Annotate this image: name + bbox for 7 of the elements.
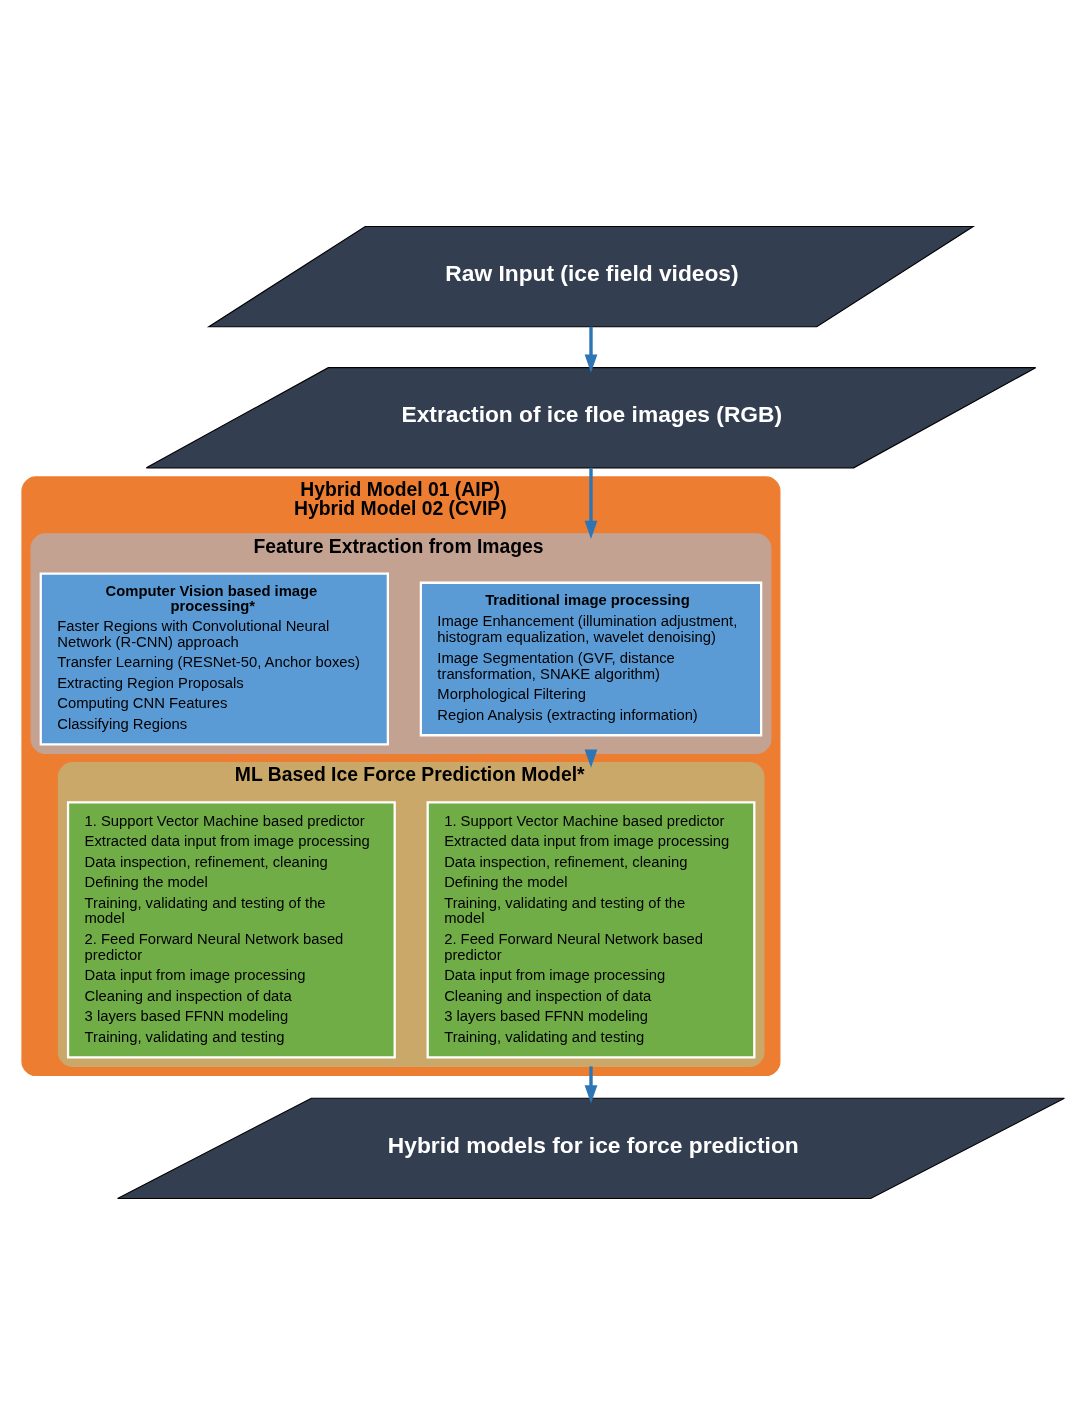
- node-box: Computer Vision based image processing* Faster Regions with Convolutional Neural Network (R-CNN) approach Transfer Learning (RESNet-50, Anchor boxes) Extracting Region Proposals Computing CNN Features Classifying Regions: [39, 572, 389, 745]
- arrow: [584, 467, 598, 539]
- arrow: [584, 1065, 598, 1103]
- node-box: 1. Support Vector Machine based predictor Extracted data input from image processing Data inspection, refinement, cleaning Defining the model Training, validating and testing of the model 2. Feed Forward Neural Network based predictor Data input from image processing Cleaning and inspection of data 3 layers based FFNN modeling Training, validating and testing: [66, 800, 396, 1058]
- arrow: [584, 326, 598, 373]
- node-box: Traditional image processing Image Enhancement (illumination adjustment, histogram equalization, wavelet denoising) Image Segmentation (GVF, distance transformation, SNAKE algorithm) Morphological Filtering Region Analysis (extracting information): [419, 581, 763, 736]
- node-box: 1. Support Vector Machine based predictor Extracted data input from image processing Data inspection, refinement, cleaning Defining the model Training, validating and testing of the model 2. Feed Forward Neural Network based predictor Data input from image processing Cleaning and inspection of data 3 layers based FFNN modeling Training, validating and testing: [426, 800, 756, 1058]
